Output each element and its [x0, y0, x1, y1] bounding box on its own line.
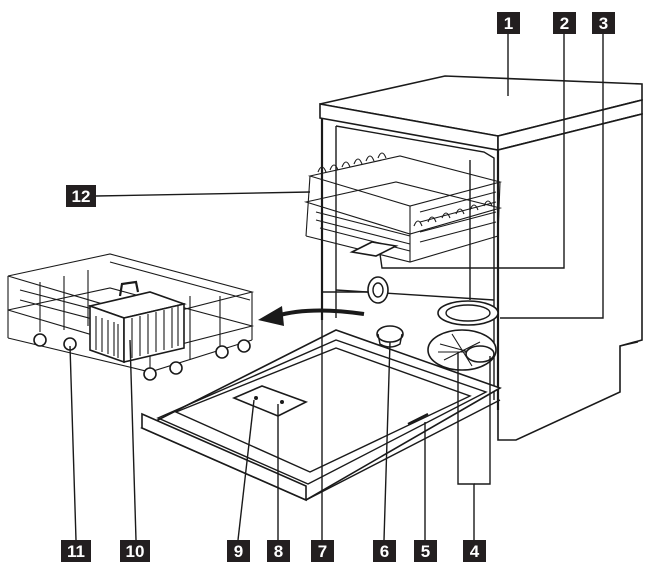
- callout-label: 5: [421, 542, 430, 561]
- callout-label: 9: [234, 542, 243, 561]
- callout-7: 7: [311, 540, 334, 562]
- callout-label: 10: [126, 542, 145, 561]
- callout-10: 10: [120, 540, 150, 562]
- dishwasher-cabinet: [319, 75, 643, 441]
- upper-basket: [303, 152, 503, 263]
- callout-6: 6: [373, 540, 396, 562]
- dishwasher-door: [140, 329, 502, 502]
- callout-5: 5: [414, 540, 437, 562]
- callout-3: 3: [592, 12, 615, 34]
- callout-label: 8: [274, 542, 283, 561]
- callout-label: 6: [380, 542, 389, 561]
- pull-out-arrow-icon: [258, 306, 365, 326]
- callout-label: 2: [560, 14, 569, 33]
- callout-4: 4: [463, 540, 486, 562]
- callout-8: 8: [267, 540, 290, 562]
- callout-1: 1: [497, 12, 520, 34]
- air-vent: [367, 276, 389, 304]
- callout-9: 9: [227, 540, 250, 562]
- callout-label: 11: [67, 542, 85, 561]
- callout-12: 12: [66, 185, 96, 207]
- cutlery-basket: [87, 280, 187, 364]
- callout-label: 12: [72, 187, 91, 206]
- callout-label: 4: [470, 542, 480, 561]
- leader-lines: [69, 34, 604, 541]
- callout-2: 2: [553, 12, 576, 34]
- lower-spray-arm: [427, 329, 497, 371]
- callout-11: 11: [61, 540, 91, 562]
- callout-label: 1: [504, 14, 513, 33]
- callout-label: 3: [599, 14, 608, 33]
- filters: [437, 300, 499, 326]
- callout-label: 7: [318, 542, 327, 561]
